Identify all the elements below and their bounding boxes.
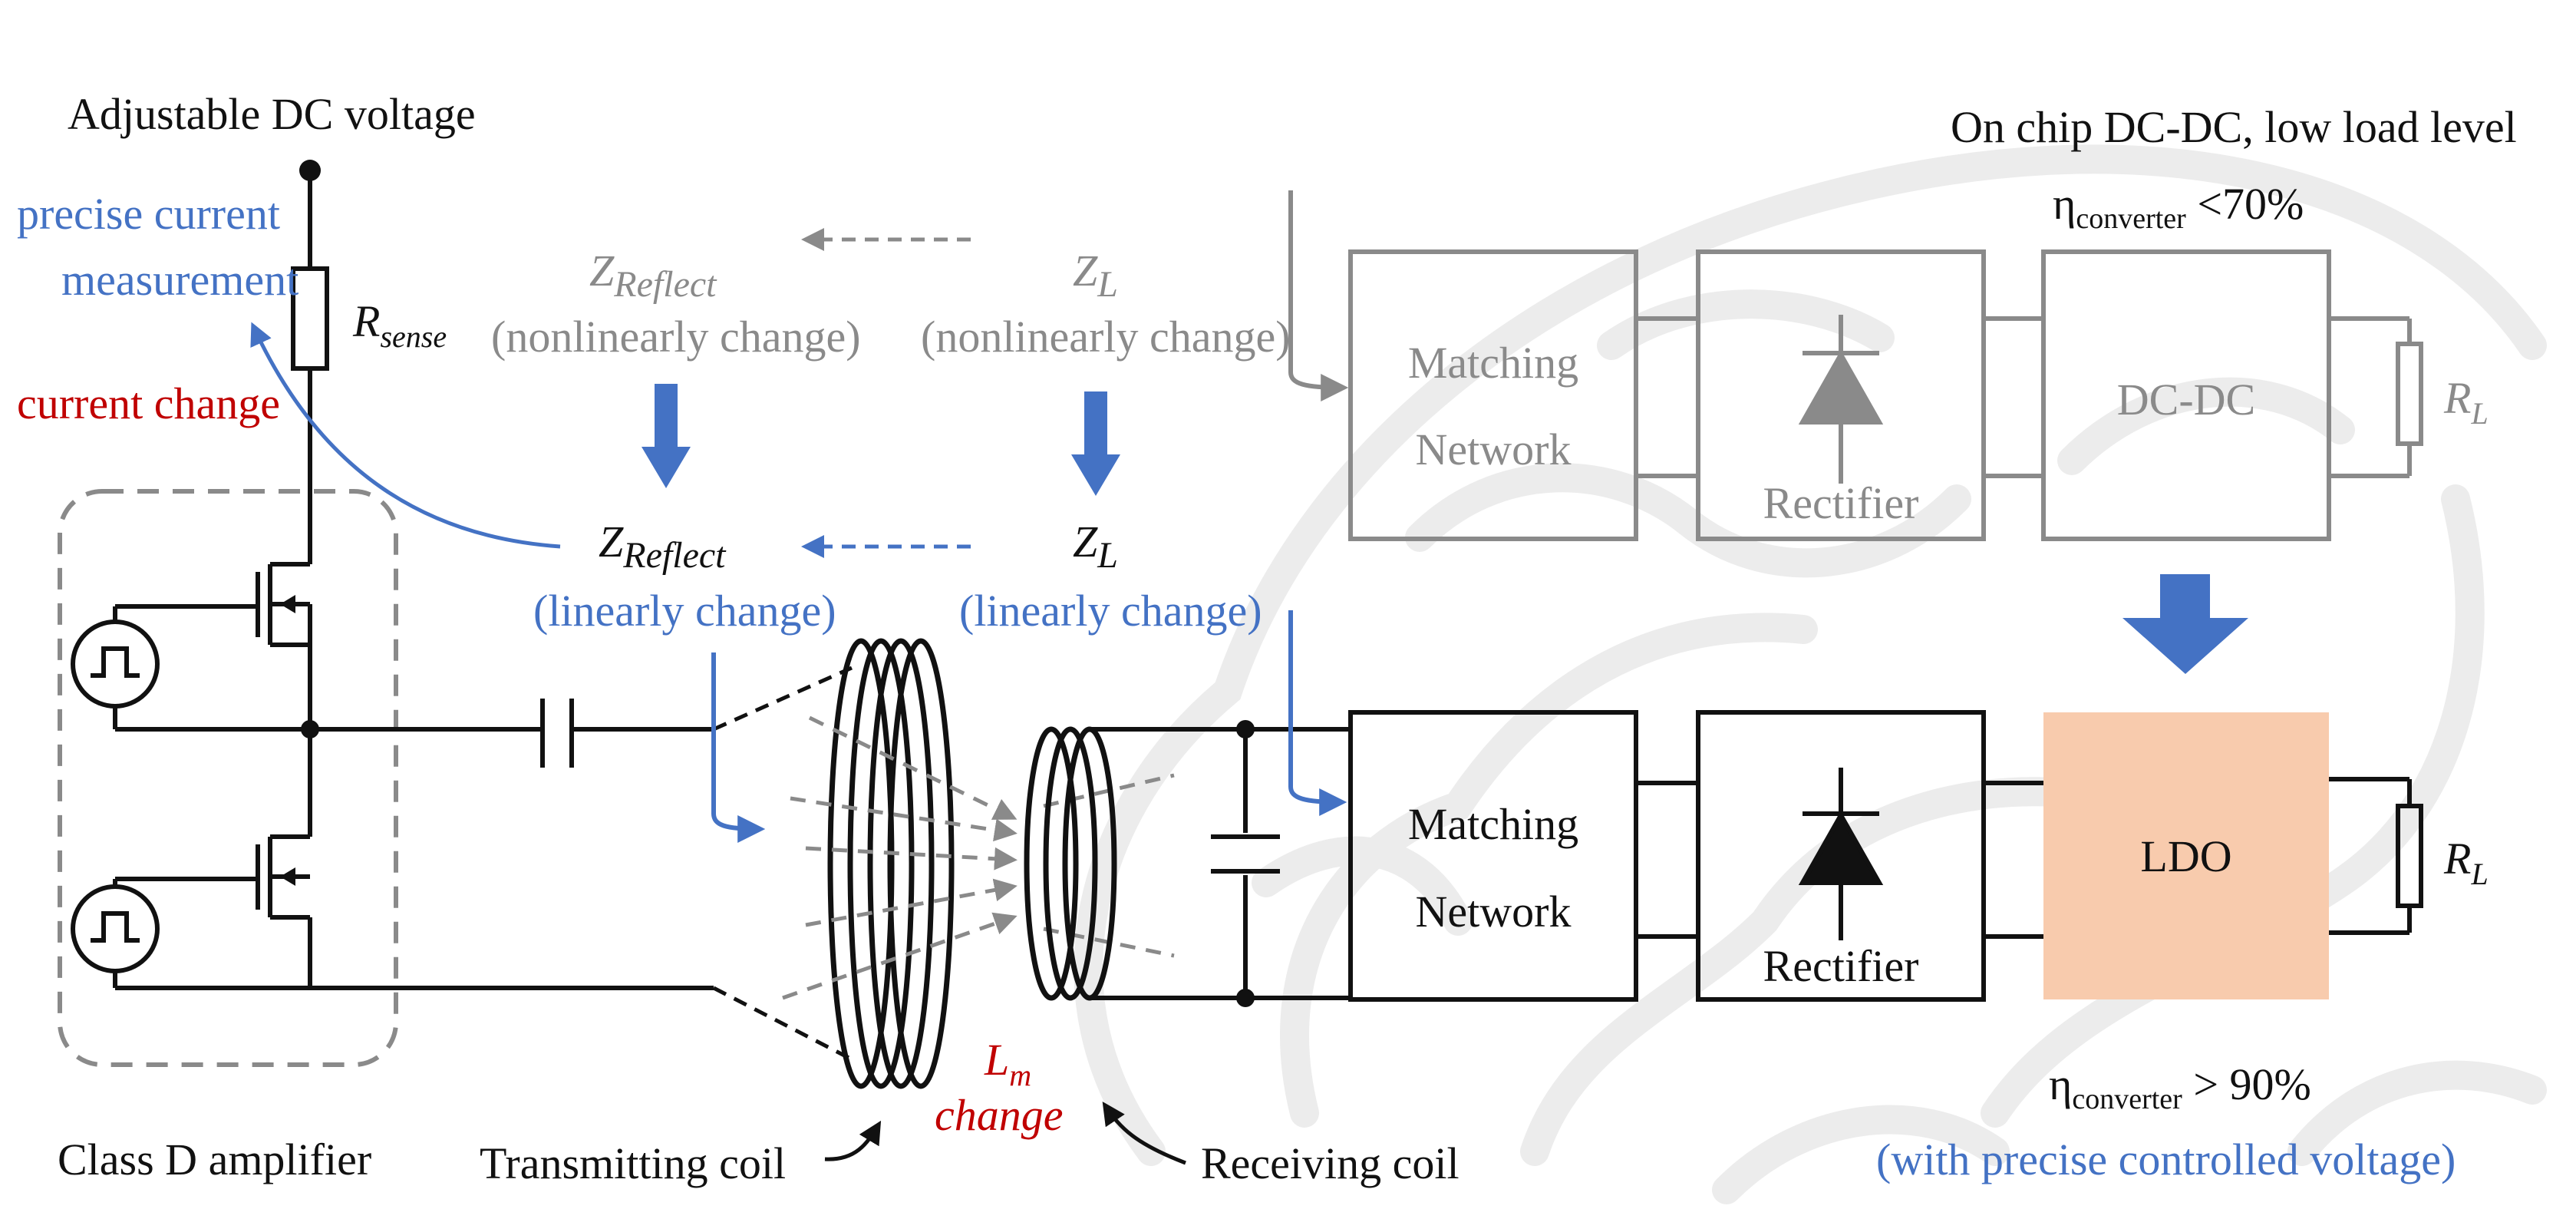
current-change-label: current change — [17, 378, 280, 428]
precise-voltage-label: (with precise controlled voltage) — [1876, 1135, 2456, 1184]
rx-node-bottom — [1236, 989, 1255, 1007]
measurement-arrow — [250, 322, 561, 549]
z-reflect-top: ZReflect — [589, 246, 717, 305]
pulse-source-high — [71, 604, 310, 732]
zl-down-arrow — [1071, 391, 1120, 496]
z-reflect-bottom-note: (linearly change) — [533, 586, 836, 636]
upgrade-arrow — [2122, 574, 2248, 674]
top-eta: ηconverter <70% — [2053, 179, 2304, 235]
tx-dashed-leads — [712, 666, 853, 1062]
bottom-matching-1: Matching — [1408, 799, 1578, 849]
top-matching-1: Matching — [1408, 338, 1578, 388]
z-reflect-top-note: (nonlinearly change) — [491, 312, 861, 362]
zr-to-coil-arrow — [711, 652, 766, 843]
rsense-label: Rsense — [352, 296, 447, 354]
bottom-rectifier: Rectifier — [1763, 941, 1919, 991]
top-rectifier: Rectifier — [1763, 478, 1919, 528]
top-header: On chip DC-DC, low load level — [1951, 102, 2517, 152]
top-chain — [1348, 249, 2423, 541]
lm-change-label: change — [935, 1090, 1064, 1140]
bottom-matching-2: Network — [1416, 887, 1572, 937]
z-l-top: ZL — [1073, 246, 1118, 305]
low-side-mosfet — [157, 729, 312, 988]
receiving-coil-label: Receiving coil — [1201, 1138, 1460, 1188]
transmitting-coil-pointer — [824, 1120, 882, 1161]
top-diode — [1798, 315, 1884, 484]
lm-label: Lm — [984, 1035, 1031, 1092]
flux-lines — [782, 715, 1175, 1000]
bottom-rl: RL — [2443, 834, 2489, 891]
pulse-source-low — [71, 877, 310, 990]
bottom-diode — [1798, 768, 1884, 940]
title-adjustable-dc: Adjustable DC voltage — [68, 89, 476, 139]
class-d-label: Class D amplifier — [58, 1135, 371, 1184]
receiving-coil-pointer — [1102, 1102, 1186, 1165]
low-side-mosfet-arrow — [280, 867, 295, 886]
zl-top-to-matching-arrow — [1288, 190, 1349, 401]
top-dcdc: DC-DC — [2117, 375, 2255, 425]
zl-to-matching-arrow — [1288, 610, 1347, 816]
top-matching-2: Network — [1416, 425, 1572, 474]
brain-watermark — [1074, 144, 2547, 1204]
bottom-chain — [1348, 710, 2423, 1002]
z-l-bottom: ZL — [1073, 517, 1118, 576]
top-rl: RL — [2443, 373, 2489, 431]
supply-rail — [291, 170, 329, 564]
class-d-boundary — [58, 489, 398, 1067]
z-reflect-bottom: ZReflect — [599, 517, 727, 576]
zr-down-arrow — [642, 384, 691, 488]
rx-wiring — [1090, 727, 1351, 1000]
measurement-label: measurement — [61, 255, 298, 305]
supply-node — [299, 160, 321, 181]
high-side-mosfet-arrow — [280, 595, 295, 613]
ldo-label: LDO — [2140, 831, 2231, 881]
z-l-top-note: (nonlinearly change) — [921, 312, 1291, 362]
high-side-mosfet — [157, 562, 312, 729]
tx-wiring — [310, 699, 714, 990]
rx-node-top — [1236, 720, 1255, 738]
precise-measurement-label: precise current — [17, 189, 280, 239]
bottom-eta: ηconverter > 90% — [2049, 1059, 2311, 1115]
transmitting-coil-label: Transmitting coil — [480, 1138, 786, 1188]
z-l-bottom-note: (linearly change) — [959, 586, 1262, 636]
ldo-block — [2043, 712, 2329, 999]
transmitting-coil — [827, 638, 955, 1089]
